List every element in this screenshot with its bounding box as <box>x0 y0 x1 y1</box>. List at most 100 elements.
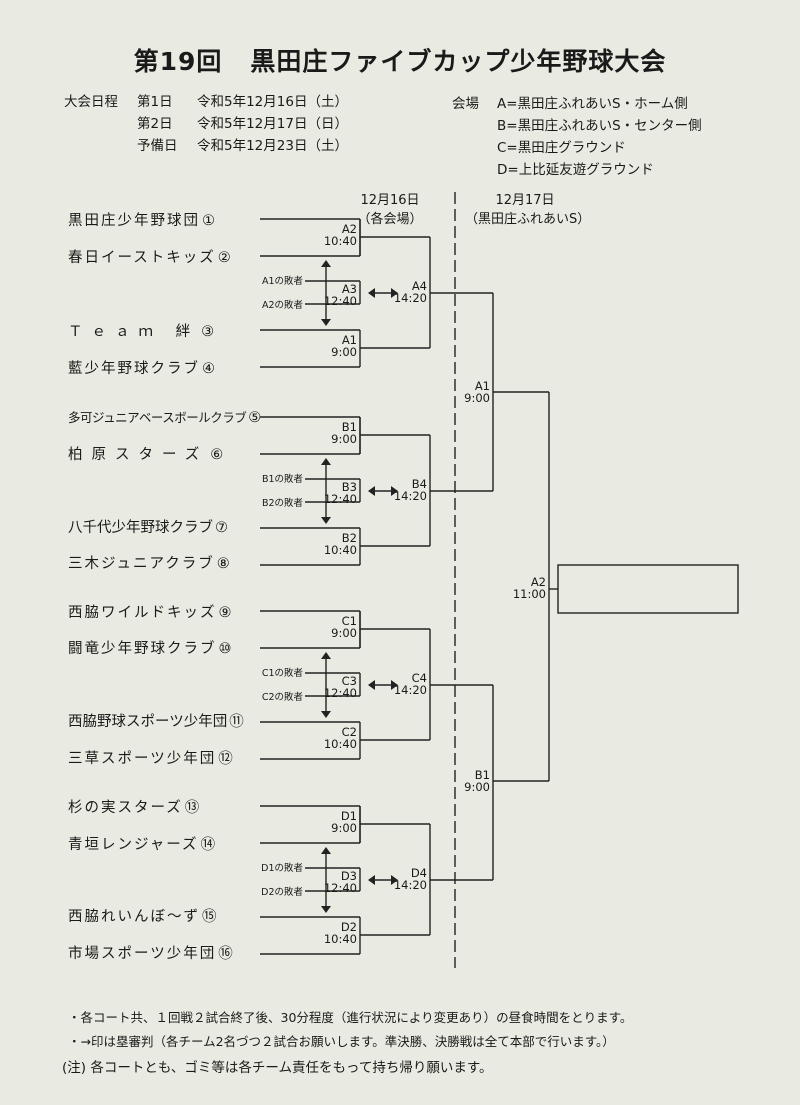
champion-box <box>557 564 739 614</box>
group-d-m3-arrow-left <box>368 875 375 885</box>
group-d-match-1-time: 9:00 <box>331 821 357 835</box>
team-name: 杉の実スターズ <box>68 800 183 816</box>
group-c-loser1: C1の敗者 <box>261 668 303 679</box>
day1-name: 第1日 <box>137 94 173 110</box>
day2-final-time: 11:00 <box>512 587 546 601</box>
group-d-loser1: D1の敗者 <box>261 863 303 874</box>
team-seed: ③ <box>201 324 215 340</box>
team-seed: ② <box>217 250 231 266</box>
group-a-match-2-time: 9:00 <box>331 345 357 359</box>
group-c-match-1-time: 9:00 <box>331 626 357 640</box>
group-d-match-2-time: 10:40 <box>323 932 357 946</box>
group-c-loser2: C2の敗者 <box>261 692 303 703</box>
team-name: 青垣レンジャーズ <box>68 837 199 853</box>
group-d-match-3-code: D3 <box>340 869 357 883</box>
group-d-m3-arrow-right <box>391 875 398 885</box>
group-b-m3-arrow-right <box>391 486 398 496</box>
team-seed: ⑫ <box>218 751 233 767</box>
day2-final-code: A2 <box>530 575 546 589</box>
team-seed: ① <box>202 213 215 229</box>
group-d-umpire-arrow-up <box>321 847 331 854</box>
note-umpire: ・→印は塁審判（各チーム2名づつ２試合お願いします。準決勝、決勝戦は全て本部で行… <box>68 1034 615 1049</box>
group-a-loser1: A1の敗者 <box>261 276 303 287</box>
team-seed: ⑯ <box>218 946 233 962</box>
group-d-loser2: D2の敗者 <box>261 887 303 898</box>
group-c-match-2-code: C2 <box>341 725 357 739</box>
group-c-match-2-time: 10:40 <box>323 737 357 751</box>
team-name: 柏原スターズ <box>68 447 209 463</box>
venue-label: 会場 <box>452 96 479 112</box>
note-lunch: ・各コート共、１回戦２試合終了後、30分程度（進行状況により変更あり）の昼食時間… <box>68 1010 633 1025</box>
group-a-m3-arrow-left <box>368 288 375 298</box>
group-b-match-semi-code: B4 <box>411 477 427 491</box>
group-b-match-1-code: B1 <box>341 420 357 434</box>
team-name: 市場スポーツ少年団 <box>68 946 217 962</box>
group-d-match-semi-time: 14:20 <box>393 878 427 892</box>
day2-semi1-code: A1 <box>474 379 490 393</box>
venue-b: B=黒田庄ふれあいS・センター側 <box>497 118 702 134</box>
group-c-umpire-arrow-up <box>321 652 331 659</box>
venue-d: D=上比延友遊グラウンド <box>497 162 654 178</box>
team-seed: ⑩ <box>218 641 232 657</box>
group-c-m3-arrow-right <box>391 680 398 690</box>
group-a-umpire-arrow-up <box>321 260 331 267</box>
group-c-match-semi-time: 14:20 <box>393 683 427 697</box>
group-d-match-2-code: D2 <box>340 920 357 934</box>
venue-a: A=黒田庄ふれあいS・ホーム側 <box>497 96 688 112</box>
team-name: 西脇ワイルドキッズ <box>68 605 217 621</box>
group-a-loser2: A2の敗者 <box>261 300 303 311</box>
team-name: 西脇れいんぼ〜ず <box>68 909 200 925</box>
group-c-match-3-time: 12:40 <box>323 686 357 700</box>
group-c-umpire-arrow-down <box>321 711 331 718</box>
day2-header: 12月17日 （黒田庄ふれあいS） <box>465 191 591 229</box>
team-seed: ⑤ <box>248 410 262 426</box>
team-name: 黒田庄少年野球団 <box>68 213 200 229</box>
team-seed: ④ <box>202 361 215 377</box>
team-seed: ⑬ <box>184 800 200 816</box>
group-b-match-3-time: 12:40 <box>323 492 357 506</box>
reserve-name: 予備日 <box>137 138 178 154</box>
team-name: 闘竜少年野球クラブ <box>68 641 217 657</box>
team-seed: ⑦ <box>215 520 228 536</box>
group-a-match-2-code: A1 <box>341 333 357 347</box>
page-title: 第19回黒田庄ファイブカップ少年野球大会 <box>0 42 800 78</box>
group-b-match-semi-time: 14:20 <box>393 489 427 503</box>
group-a-match-semi-time: 14:20 <box>393 291 427 305</box>
note-garbage: (注) 各コートとも、ゴミ等は各チーム責任をもって持ち帰り願います。 <box>62 1060 493 1076</box>
day2-semi2-code: B1 <box>474 768 490 782</box>
team-name: 三木ジュニアクラブ <box>68 556 215 572</box>
reserve-date: 令和5年12月23日（土） <box>197 138 348 154</box>
team-name: 多可ジュニアベースボールクラブ <box>68 410 247 425</box>
group-b-umpire-arrow-up <box>321 458 331 465</box>
group-b-loser1: B1の敗者 <box>261 474 303 485</box>
group-d-umpire-arrow-down <box>321 906 331 913</box>
group-b-match-2-time: 10:40 <box>323 543 357 557</box>
group-b-match-2-code: B2 <box>341 531 357 545</box>
group-a-match-3-code: A3 <box>341 282 357 296</box>
day2-header-place: （黒田庄ふれあいS） <box>465 212 591 227</box>
group-c-m3-arrow-left <box>368 680 375 690</box>
group-d-match-3-time: 12:40 <box>323 881 357 895</box>
day2-name: 第2日 <box>137 116 173 132</box>
